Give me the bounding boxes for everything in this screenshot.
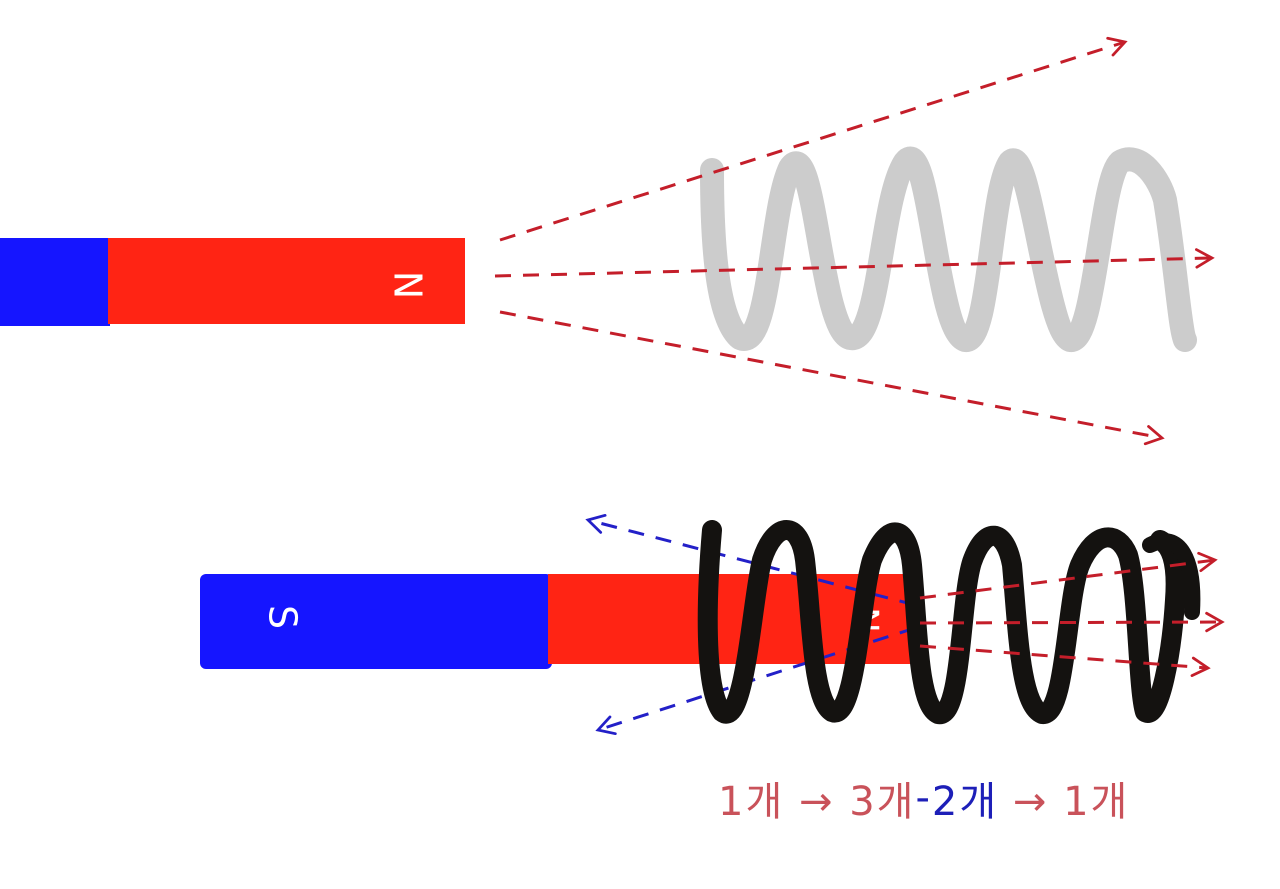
formula-part-opposing: 2개 xyxy=(931,779,999,825)
dark-coil xyxy=(697,520,1186,724)
field-line-middle xyxy=(494,248,1215,278)
formula-part-before: 1개 → 3개 xyxy=(718,779,916,825)
bottom-field-line-lower xyxy=(919,644,1211,677)
top-magnet-north-pole xyxy=(108,238,465,324)
bottom-magnet-south-pole xyxy=(200,574,552,669)
formula-part-result: → 1개 xyxy=(998,779,1130,825)
formula-separator: - xyxy=(915,775,932,821)
dark-coil-tail xyxy=(1142,533,1201,620)
field-line-lower xyxy=(499,310,1165,446)
bottom-field-line-upper xyxy=(919,551,1218,600)
bottom-magnet-south-label: S xyxy=(261,605,305,629)
faded-coil xyxy=(700,146,1197,352)
top-magnet: N xyxy=(0,238,465,326)
top-magnet-south-pole xyxy=(0,238,110,326)
top-magnet-north-label: N xyxy=(386,271,430,299)
bottom-field-line-middle xyxy=(919,611,1225,633)
bottom-field-lines xyxy=(919,551,1225,677)
flux-count-formula: 1개 → 3개 - 2개 → 1개 xyxy=(718,768,1129,828)
top-field-lines xyxy=(494,36,1215,446)
field-line-upper xyxy=(499,36,1128,242)
